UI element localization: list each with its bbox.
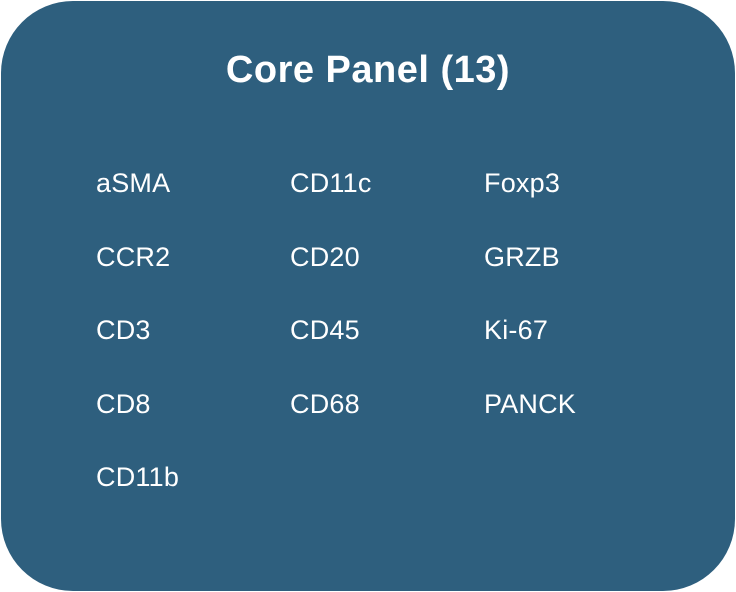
marker-label: GRZB [484,241,560,272]
marker-label: CD45 [290,315,360,346]
marker-label: aSMA [96,168,171,199]
marker-label: CD8 [96,388,151,419]
marker-label: PANCK [484,388,577,419]
marker-label: CD20 [290,241,360,272]
marker-column-3: Foxp3 GRZB Ki-67 PANCK [484,147,576,515]
marker-label: CD3 [96,315,151,346]
marker-label: CD11c [290,168,372,199]
panel-title: Core Panel (13) [225,49,511,91]
marker-label: CD68 [290,388,360,419]
marker-grid: aSMA CCR2 CD3 CD8 CD11b CD11c CD20 CD45 … [96,147,735,515]
marker-label: Ki-67 [484,315,549,346]
marker-label: CCR2 [96,241,171,272]
marker-label: CD11b [96,462,180,493]
marker-column-1: aSMA CCR2 CD3 CD8 CD11b [96,147,290,515]
marker-column-2: CD11c CD20 CD45 CD68 [290,147,484,515]
marker-label: Foxp3 [484,168,561,199]
